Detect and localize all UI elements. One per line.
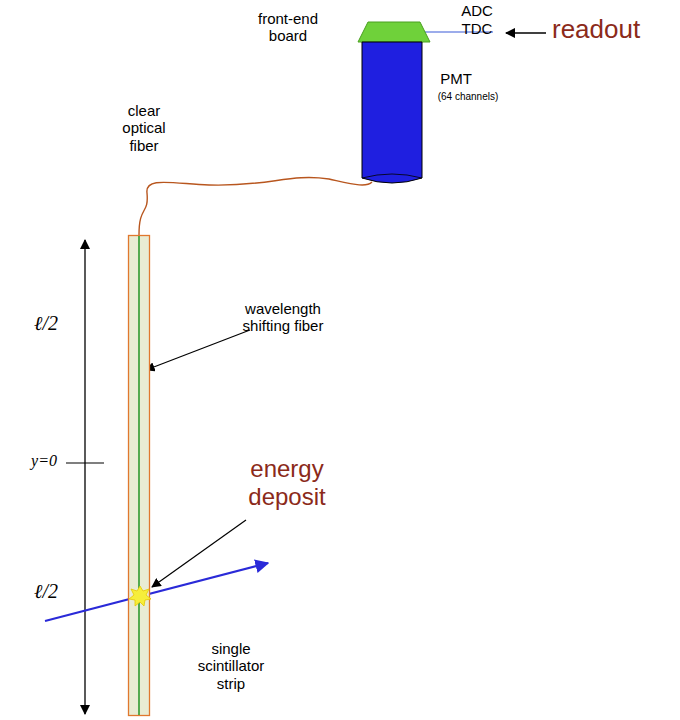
readout-arrow (506, 32, 546, 33)
readout-label: readout (552, 15, 672, 45)
signal-name: ADC (452, 2, 502, 19)
shape-outline (362, 42, 422, 184)
position-label: y=0 (24, 452, 64, 470)
dimension-label: ℓ/2 (26, 580, 66, 603)
fiber-label: wavelength shifting fiber (240, 300, 326, 335)
edge-label: clear optical fiber (112, 102, 176, 154)
dimension-label: ℓ/2 (26, 312, 66, 335)
deposit-label: energy deposit (232, 455, 342, 510)
node-label: single scintillator strip (186, 640, 276, 692)
node-label: PMT (436, 70, 476, 87)
center-tick (66, 462, 104, 463)
leader-line (152, 520, 246, 587)
shape-outline (128, 235, 150, 716)
length-arrow (84, 240, 85, 714)
node-sublabel: (64 channels) (428, 91, 508, 103)
particle-track (45, 563, 268, 621)
shape-outline (358, 22, 430, 42)
pmt-body: PMT(64 channels) (362, 42, 422, 184)
front-end-board: front-end board (358, 22, 430, 42)
signal-name: TDC (452, 20, 502, 37)
optical-fiber (139, 177, 372, 235)
leader-line (146, 330, 250, 370)
scintillator-strip: single scintillator strip (128, 235, 150, 716)
node-label: front-end board (246, 10, 330, 45)
